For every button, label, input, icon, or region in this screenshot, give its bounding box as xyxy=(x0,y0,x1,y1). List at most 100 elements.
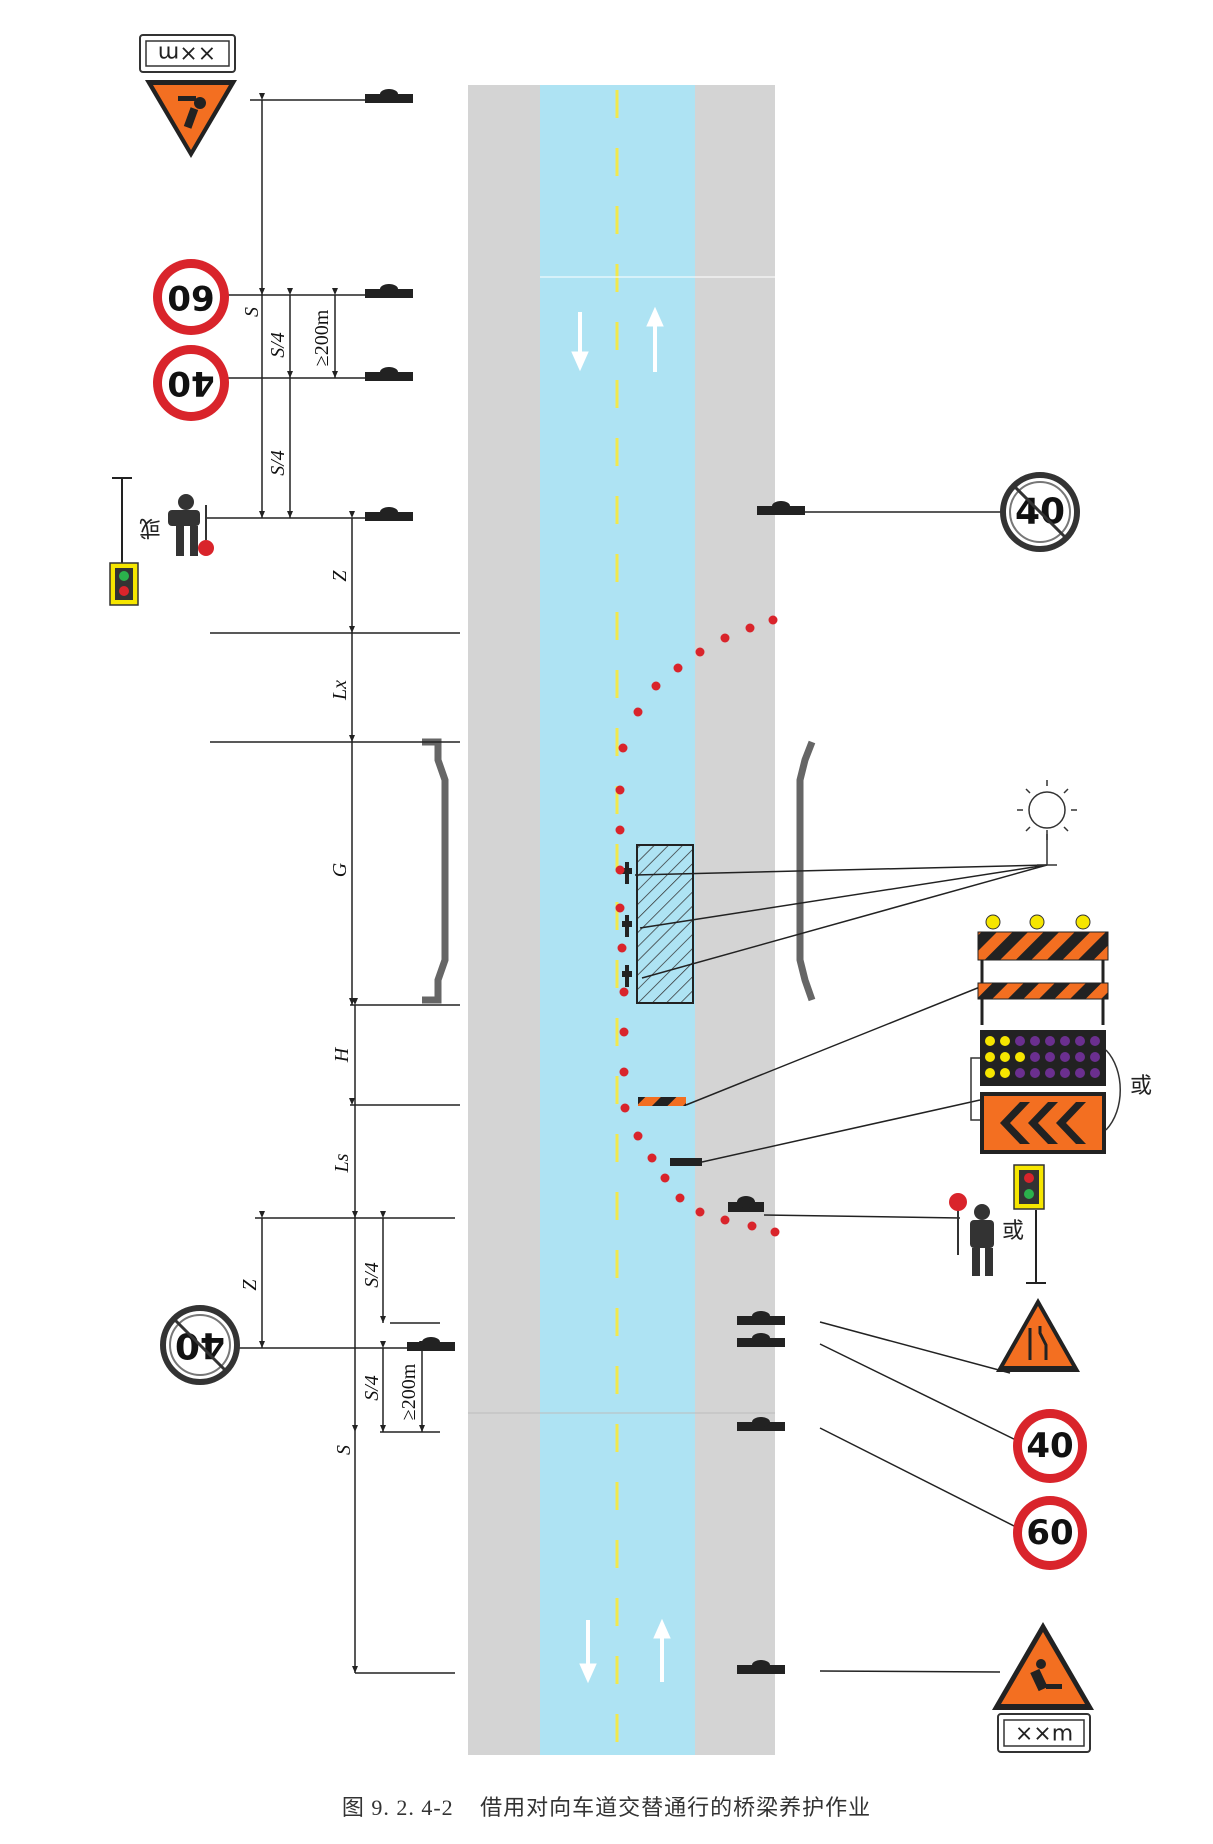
dimension-tick xyxy=(380,1211,386,1218)
left-bridge-rail xyxy=(422,738,449,1004)
speed-40-top-text: 40 xyxy=(167,363,214,403)
dimension-tick xyxy=(419,1425,425,1432)
traffic-cone xyxy=(695,1207,705,1217)
road-work-sign-top xyxy=(145,80,237,158)
arrow-board-light xyxy=(1075,1036,1085,1046)
speed-limit-40-sign-bottom: 40 xyxy=(1013,1409,1087,1483)
sign-post-cap xyxy=(380,89,398,99)
sign-post-cap xyxy=(752,1660,770,1670)
traffic-cone xyxy=(615,785,625,795)
speed-40-bottom-text: 40 xyxy=(1026,1426,1073,1466)
dim-ge200-top: ≥200m xyxy=(311,309,333,366)
dim-S4-d: S/4 xyxy=(361,1375,383,1401)
arrow-board-light xyxy=(1075,1068,1085,1078)
arrow-board-light xyxy=(1015,1036,1025,1046)
dimension-tick xyxy=(259,511,265,518)
dimension-tick xyxy=(349,511,355,518)
dim-H: H xyxy=(331,1046,353,1063)
dimension-tick xyxy=(332,371,338,378)
arrow-board-light xyxy=(1030,1036,1040,1046)
dimension-tick xyxy=(332,288,338,295)
dimension-tick xyxy=(380,1341,386,1348)
sign-post-cap xyxy=(380,507,398,517)
dimension-tick xyxy=(352,1211,358,1218)
warning-light-markers xyxy=(622,862,632,987)
traffic-cone xyxy=(615,903,625,913)
dimension-tick xyxy=(352,1666,358,1673)
dim-S4-c: S/4 xyxy=(361,1262,383,1288)
traffic-signal-bottom xyxy=(1013,1164,1045,1210)
traffic-cone xyxy=(615,825,625,835)
down-arrow-icon xyxy=(571,312,589,372)
dimension-tick xyxy=(352,1425,358,1432)
barrier-sign xyxy=(977,914,1109,1025)
arrow-board-light xyxy=(1000,1036,1010,1046)
dim-S-bottom: S xyxy=(333,1445,355,1455)
arrow-board-lights xyxy=(985,1036,1100,1078)
end-speed-limit-40-sign-right: 40 xyxy=(1000,472,1080,552)
road-work-sign-bottom xyxy=(992,1622,1094,1710)
dimension-tick xyxy=(352,998,358,1005)
arrow-board-light xyxy=(1000,1052,1010,1062)
traffic-cone xyxy=(745,623,755,633)
distance-plate-top-text: ××m xyxy=(158,41,216,66)
dim-Z-top: Z xyxy=(329,570,351,582)
arrow-board-light xyxy=(1045,1036,1055,1046)
traffic-cone xyxy=(747,1221,757,1231)
traffic-cone xyxy=(768,615,778,625)
or-label-flagger-top: 或 xyxy=(139,516,161,541)
traffic-cone xyxy=(720,1215,730,1225)
traffic-cone xyxy=(633,1131,643,1141)
lane-merge-icon xyxy=(1028,1326,1048,1360)
arrow-board-light xyxy=(1090,1036,1100,1046)
flagger-marker-cap xyxy=(737,1196,755,1208)
dim-ge200-bottom: ≥200m xyxy=(398,1363,420,1420)
distance-plate-top: ××m xyxy=(139,34,236,73)
traffic-cone xyxy=(618,743,628,753)
down-arrow-icon xyxy=(579,1620,597,1684)
sign-posts xyxy=(365,89,805,1674)
traffic-cone xyxy=(675,1193,685,1203)
dimension-ticks xyxy=(259,93,425,1673)
arrow-board-light xyxy=(1000,1068,1010,1078)
dim-S4-b: S/4 xyxy=(267,450,289,476)
distance-plate-bottom: ××m xyxy=(997,1713,1091,1753)
flagger-group-top: 或 xyxy=(109,477,214,606)
traffic-cone xyxy=(619,987,629,997)
dimension-tick xyxy=(380,1316,386,1323)
sign-post-cap xyxy=(752,1417,770,1427)
traffic-cone xyxy=(617,943,627,953)
dimension-tick xyxy=(287,371,293,378)
arrow-board-light xyxy=(1030,1052,1040,1062)
speed-limit-60-sign-top: 60 xyxy=(153,259,229,335)
speed-limit-60-sign-bottom: 60 xyxy=(1013,1496,1087,1570)
flagger-group-bottom: 或 xyxy=(949,1193,1046,1284)
dimension-tick xyxy=(287,511,293,518)
dim-G: G xyxy=(329,862,351,877)
road xyxy=(468,85,775,1755)
traffic-cones xyxy=(615,615,780,1237)
dimension-labels: S S/4 ≥200m S/4 Z Lx G H Ls Z S/4 S/4 ≥2… xyxy=(239,307,420,1455)
dimension-tick xyxy=(259,1341,265,1348)
traffic-cone xyxy=(673,663,683,673)
figure-title: 借用对向车道交替通行的桥梁养护作业 xyxy=(480,1795,872,1820)
barrier-on-road xyxy=(638,1097,686,1106)
traffic-cone xyxy=(633,707,643,717)
right-shoulder xyxy=(695,85,775,1755)
dimension-tick xyxy=(259,288,265,295)
traffic-signal-icon xyxy=(109,562,139,606)
dimension-tick xyxy=(259,1211,265,1218)
lane-arrows xyxy=(571,306,671,1684)
right-bridge-rail xyxy=(796,740,816,1002)
dimension-lines xyxy=(261,100,423,1673)
left-shoulder xyxy=(468,85,540,1755)
traffic-cone xyxy=(620,1103,630,1113)
traffic-cone xyxy=(695,647,705,657)
dimension-tick xyxy=(349,626,355,633)
dimension-tick xyxy=(349,1098,355,1105)
dim-Lx: Lx xyxy=(329,680,351,701)
arrow-board-light xyxy=(1060,1036,1070,1046)
traffic-cone xyxy=(720,633,730,643)
dimension-tick xyxy=(349,735,355,742)
sign-post-cap xyxy=(380,367,398,377)
